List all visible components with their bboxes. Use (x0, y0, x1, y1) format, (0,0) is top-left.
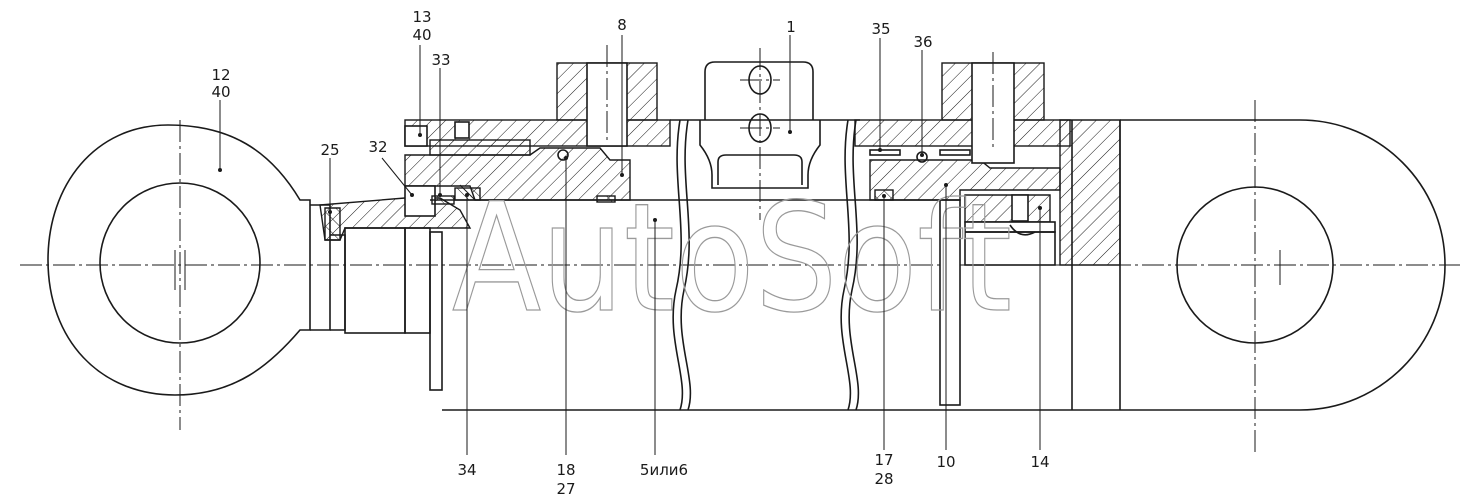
callout-8: 8 (617, 16, 627, 34)
watermark: AutoSoft (452, 172, 1012, 346)
piston-assembly (854, 119, 1071, 266)
piston-rod (310, 197, 472, 391)
right-mount-block (941, 52, 1045, 164)
cylinder-barrel (430, 119, 1120, 411)
callout-25: 25 (320, 141, 339, 159)
callout-1: 1 (786, 18, 796, 36)
callout-34: 34 (457, 461, 476, 479)
callout-35: 35 (871, 20, 890, 38)
right-eye (1120, 100, 1446, 455)
callout-10: 10 (936, 453, 955, 471)
callout-36: 36 (913, 33, 932, 51)
callout-14: 14 (1030, 453, 1049, 471)
leader-lines (218, 35, 1042, 455)
left-eye (47, 120, 311, 430)
rear-cap (1059, 119, 1121, 410)
callout-33: 33 (431, 51, 450, 69)
trunnion-clamp (699, 48, 821, 220)
callout-5: 5или6 (640, 461, 688, 479)
callout-32: 32 (368, 138, 387, 156)
front-gland (404, 119, 671, 217)
left-mount-block (556, 45, 658, 147)
